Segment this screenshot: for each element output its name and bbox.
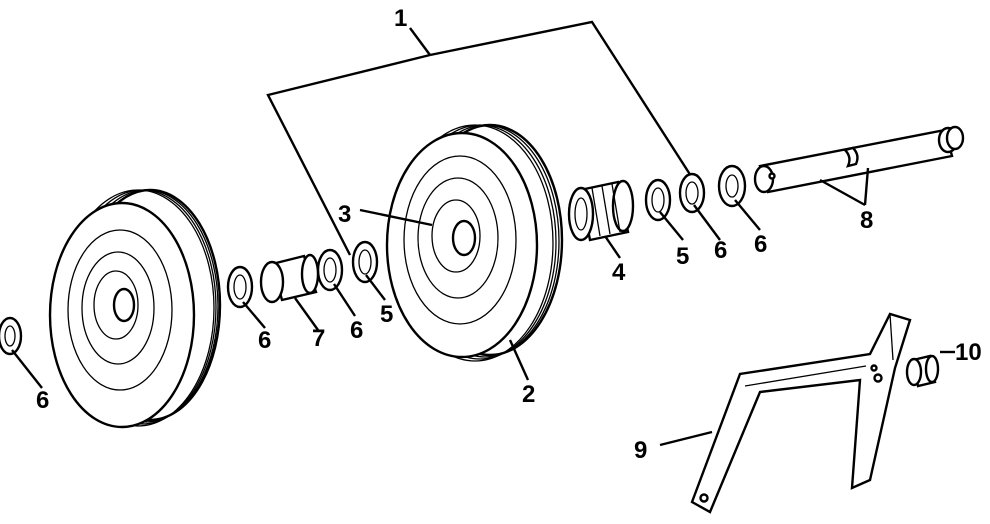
callout-6-mid: 6 (350, 317, 363, 344)
callout-8: 8 (860, 207, 873, 234)
callout-9: 9 (634, 437, 647, 464)
callout-4: 4 (612, 259, 626, 286)
mounting-bracket (690, 312, 912, 514)
left-wheel (48, 188, 222, 429)
washer-5-left (351, 240, 379, 284)
callout-6-right-a: 6 (714, 237, 727, 264)
washer-5-right (644, 178, 672, 222)
washer-6-right-b (717, 164, 747, 208)
axle-shaft (753, 125, 965, 194)
callout-5-left: 5 (380, 301, 393, 328)
washer-6-mid (316, 248, 344, 292)
assembly-bracket (266, 20, 702, 256)
bushing (905, 354, 940, 388)
callout-1: 1 (394, 5, 407, 32)
callout-3: 3 (338, 201, 351, 228)
washer-6-left (226, 265, 254, 309)
main-wheel (385, 123, 564, 362)
callout-6-right-b: 6 (754, 231, 767, 258)
callout-6-far-left: 6 (36, 387, 49, 414)
callout-6-left: 6 (258, 327, 271, 354)
callout-10: 10 (955, 339, 982, 366)
washer-6-right-a (678, 172, 706, 214)
spacer-tube (259, 253, 320, 304)
callout-5-right: 5 (676, 243, 689, 270)
leader-lines (11, 167, 955, 447)
roller-bearing (567, 179, 635, 242)
washer-6-far-left (0, 316, 23, 356)
callout-7: 7 (312, 325, 325, 352)
callout-2: 2 (522, 381, 535, 408)
